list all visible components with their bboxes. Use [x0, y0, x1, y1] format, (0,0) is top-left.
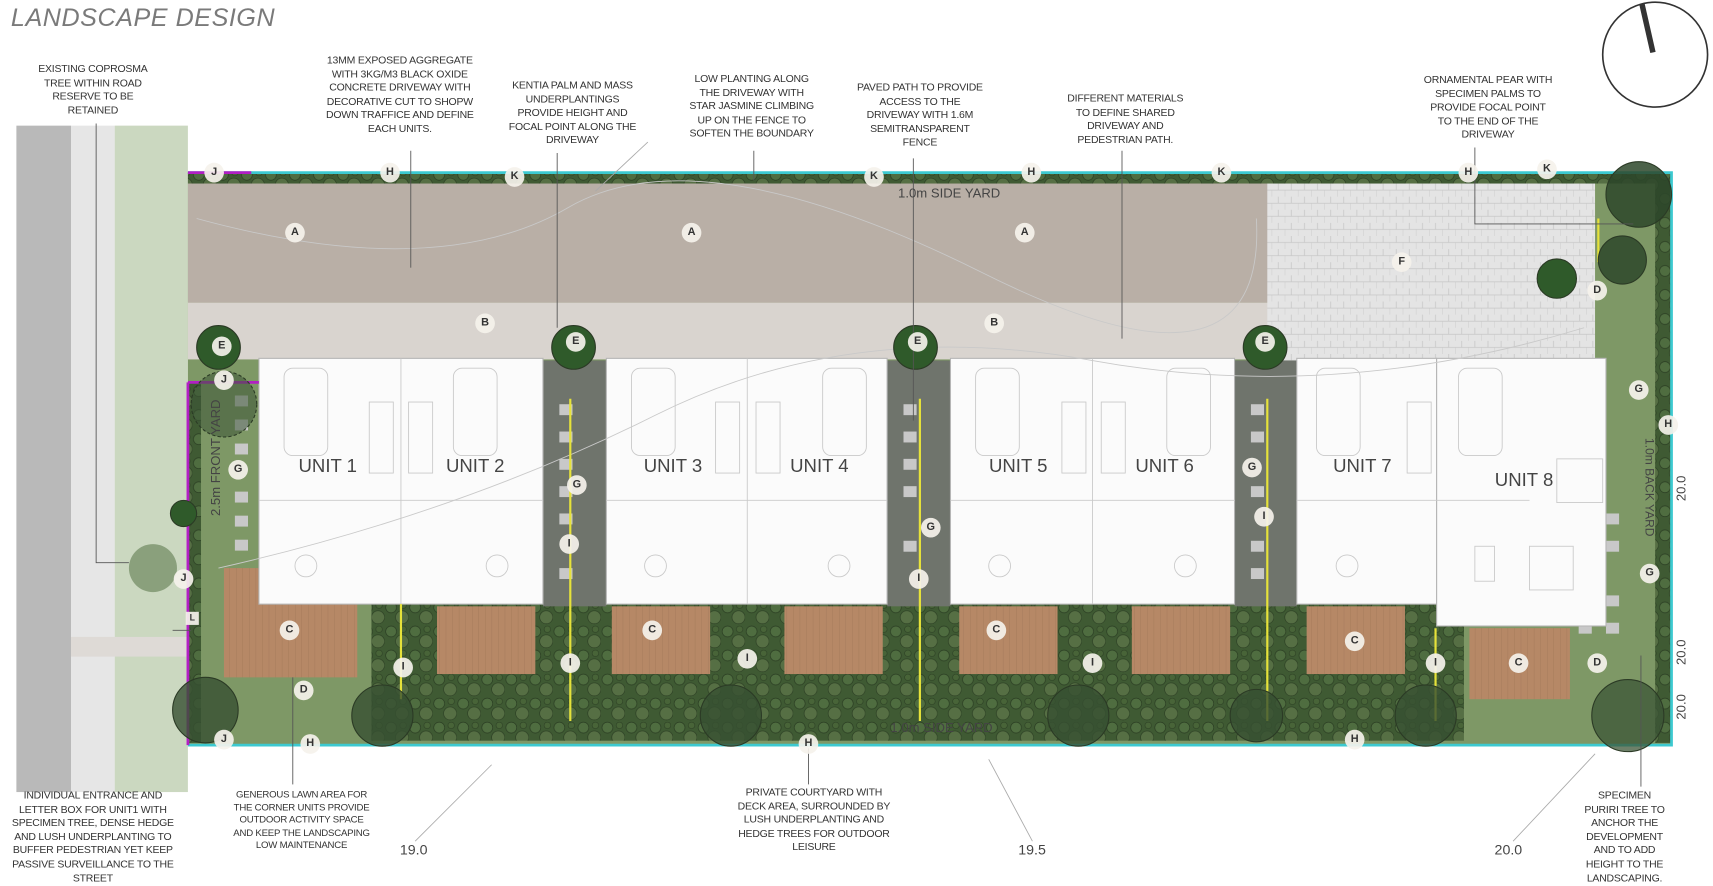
- plan-marker: C: [1344, 631, 1365, 652]
- trees: [128, 161, 1673, 753]
- puriri-tree: [1591, 678, 1665, 753]
- plan-marker: H: [1021, 162, 1042, 183]
- back-yard-label: 1.0m BACK YARD: [1642, 438, 1656, 537]
- note-courtyard: PRIVATE COURTYARD WITH DECK AREA, SURROU…: [737, 786, 891, 854]
- ornamental-pear-tree: [1605, 161, 1673, 228]
- plan-marker: G: [1628, 380, 1649, 400]
- unit-1-label: UNIT 1: [298, 455, 357, 477]
- plan-marker: H: [1344, 729, 1365, 750]
- level-right-3: 20.0: [1673, 694, 1689, 720]
- plan-marker: G: [1639, 563, 1660, 584]
- plan-marker: I: [908, 569, 929, 589]
- plan-marker: C: [986, 620, 1007, 641]
- plan-marker: G: [228, 459, 248, 480]
- plan-marker: I: [1082, 653, 1103, 673]
- plan-marker: K: [864, 167, 884, 187]
- leader-lines: [95, 123, 1642, 842]
- note-entrance: INDIVIDUAL ENTRANCE AND LETTER BOX FOR U…: [11, 789, 174, 885]
- plan-marker: E: [907, 332, 928, 352]
- plan-marker: J: [214, 370, 234, 391]
- page-title: LANDSCAPE DESIGN: [10, 3, 276, 32]
- plan-marker: I: [1425, 653, 1446, 673]
- plan-marker: I: [560, 653, 581, 673]
- plan-marker: I: [1254, 506, 1274, 527]
- level-19-0: 19.0: [399, 841, 428, 858]
- path-strip: [1234, 360, 1297, 607]
- plan-marker: H: [300, 734, 321, 754]
- plan-marker: K: [504, 167, 525, 187]
- hedge-top: [187, 172, 1672, 184]
- note-kentia: KENTIA PALM AND MASS UNDERPLANTINGS PROV…: [508, 79, 637, 147]
- unit-4-label: UNIT 4: [790, 455, 849, 477]
- note-low-planting: LOW PLANTING ALONG THE DRIVEWAY WITH STA…: [689, 73, 814, 141]
- plan-marker: B: [475, 313, 495, 334]
- level-20-0: 20.0: [1494, 841, 1523, 858]
- plan-marker: H: [1658, 415, 1679, 435]
- side-yard-bottom-label: 1.0m SIDE YARD: [890, 719, 993, 736]
- plan-marker: D: [293, 680, 314, 701]
- plan-marker: D: [1587, 280, 1608, 301]
- site-boundary: [187, 171, 1673, 747]
- plan-marker: G: [920, 517, 941, 538]
- unit-5-label: UNIT 5: [988, 455, 1048, 477]
- plan-marker: C: [279, 620, 300, 641]
- plan-marker: K: [1211, 162, 1232, 183]
- plan-marker: H: [1458, 162, 1479, 183]
- note-materials: DIFFERENT MATERIALS TO DEFINE SHARED DRI…: [1067, 92, 1184, 147]
- plan-marker: H: [380, 162, 400, 183]
- level-right-2: 20.0: [1673, 639, 1689, 665]
- unit-6-label: UNIT 6: [1135, 455, 1194, 477]
- plan-marker: F: [1391, 252, 1412, 273]
- plan-marker: E: [565, 332, 586, 352]
- plan-marker: B: [984, 313, 1005, 334]
- plan-marker: H: [798, 734, 819, 754]
- note-driveway: 13MM EXPOSED AGGREGATE WITH 3KG/M3 BLACK…: [325, 54, 474, 136]
- plan-marker: I: [393, 657, 413, 678]
- plan-marker: E: [1255, 332, 1275, 352]
- plan-marker: J: [204, 162, 224, 183]
- interior-linework: [196, 180, 1604, 605]
- side-yard-top-label: 1.0m SIDE YARD: [898, 185, 1001, 202]
- plan-marker: I: [559, 534, 580, 554]
- plan-marker: J: [214, 729, 234, 750]
- level-19-5: 19.5: [1018, 841, 1046, 858]
- plan-marker: A: [285, 222, 305, 243]
- unit-2-label: UNIT 2: [445, 455, 505, 477]
- north-arrow-icon: [1601, 1, 1709, 108]
- note-paved-path: PAVED PATH TO PROVIDE ACCESS TO THE DRIV…: [856, 81, 983, 149]
- plan-marker: G: [1242, 457, 1262, 478]
- unit-7-label: UNIT 7: [1333, 455, 1392, 477]
- plan-marker: I: [737, 648, 758, 669]
- plan-marker: E: [211, 336, 232, 357]
- driveway-concrete: [187, 302, 1270, 360]
- existing-coprosma-tree: [128, 544, 177, 593]
- driveway-exposed-aggregate: [187, 180, 1270, 303]
- note-puriri: SPECIMEN PURIRI TREE TO ANCHOR THE DEVEL…: [1584, 789, 1665, 885]
- stepping-stones: [234, 395, 1620, 634]
- front-yard-label: 2.5m FRONT YARD: [207, 399, 224, 517]
- unit-3-label: UNIT 3: [643, 455, 703, 477]
- fence-lines: [399, 218, 1600, 722]
- note-lawn: GENEROUS LAWN AREA FOR THE CORNER UNITS …: [233, 788, 370, 850]
- plan-marker: A: [681, 222, 702, 243]
- plan-marker: D: [1587, 653, 1608, 673]
- plan-marker: C: [1508, 653, 1529, 673]
- note-coprosma: EXISTING COPROSMA TREE WITHIN ROAD RESER…: [38, 63, 148, 117]
- hedge-front: [187, 382, 202, 743]
- plan-marker: K: [1537, 159, 1557, 180]
- plan-marker: J: [173, 569, 194, 589]
- street: [16, 125, 192, 793]
- plan-marker: C: [642, 620, 663, 641]
- level-right-1: 20.0: [1673, 475, 1689, 502]
- plan-marker: G: [567, 475, 587, 495]
- plan-marker: L: [185, 611, 199, 625]
- hedge-right: [1655, 180, 1672, 743]
- plan-marker: A: [1014, 222, 1035, 243]
- note-pear: ORNAMENTAL PEAR WITH SPECIMEN PALMS TO P…: [1423, 74, 1553, 142]
- unit-8-label: UNIT 8: [1494, 469, 1554, 491]
